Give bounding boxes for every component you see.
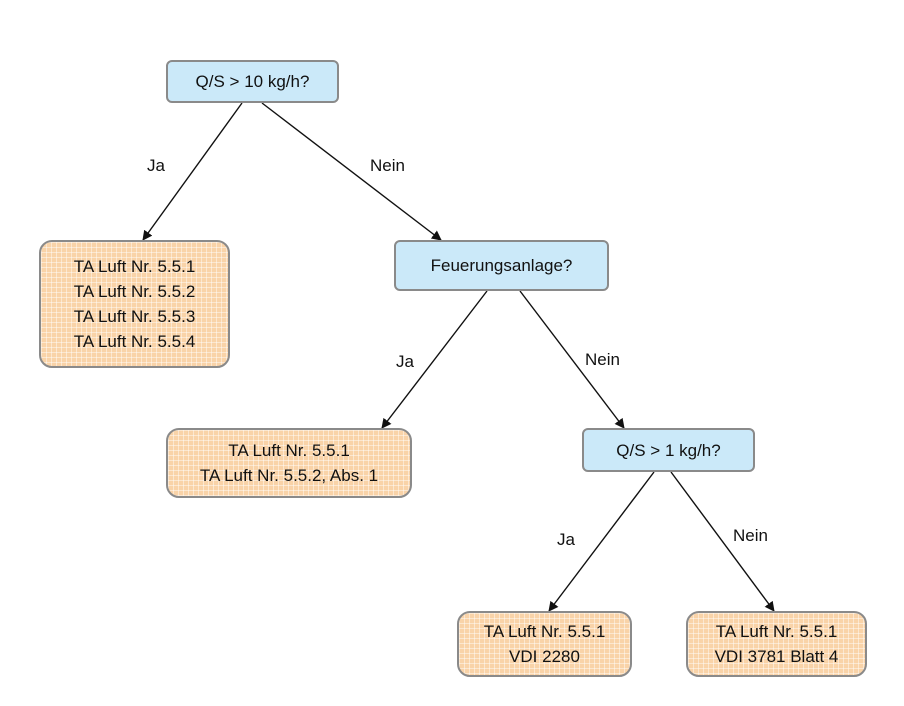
connector-d2-no <box>519 290 625 429</box>
connector-d2-yes <box>381 290 488 429</box>
decision-text: Q/S > 10 kg/h? <box>195 72 310 91</box>
result-line: TA Luft Nr. 5.5.1 <box>715 622 838 641</box>
result-line: VDI 2280 <box>509 647 580 666</box>
decision-node-q-s-1: Q/S > 1 kg/h? <box>582 428 755 472</box>
result-line: TA Luft Nr. 5.5.1 <box>483 622 606 641</box>
result-line: VDI 3781 Blatt 4 <box>714 647 839 666</box>
decision-text: Q/S > 1 kg/h? <box>616 440 721 460</box>
decision-node-q-s-10: Q/S > 10 kg/h? <box>166 60 339 103</box>
result-node-4: TA Luft Nr. 5.5.1 VDI 3781 Blatt 4 <box>686 611 867 677</box>
result-line: TA Luft Nr. 5.5.2, Abs. 1 <box>199 466 379 485</box>
decision-text: Feuerungsanlage? <box>430 256 573 275</box>
edge-label-d2-yes: Ja <box>396 352 414 371</box>
result-line: TA Luft Nr. 5.5.1 <box>228 441 350 460</box>
edge-label-d1-no: Nein <box>370 156 405 175</box>
result-node-1: TA Luft Nr. 5.5.1 TA Luft Nr. 5.5.2 TA L… <box>39 240 230 368</box>
edge-label-d3-no: Nein <box>733 526 768 545</box>
result-node-2: TA Luft Nr. 5.5.1 TA Luft Nr. 5.5.2, Abs… <box>166 428 412 498</box>
connector-d3-yes <box>548 471 655 612</box>
decision-node-feuerungsanlage: Feuerungsanlage? <box>394 240 609 291</box>
result-line: TA Luft Nr. 5.5.3 <box>73 307 196 326</box>
result-line: TA Luft Nr. 5.5.4 <box>73 332 196 351</box>
edge-label-d2-no: Nein <box>585 350 620 369</box>
edge-label-d1-yes: Ja <box>147 156 165 175</box>
connector-d1-no <box>261 102 442 241</box>
connector-d1-yes <box>142 102 243 241</box>
result-line: TA Luft Nr. 5.5.1 <box>73 257 196 276</box>
result-line: TA Luft Nr. 5.5.2 <box>73 282 196 301</box>
connector-d3-no <box>670 471 775 612</box>
result-node-3: TA Luft Nr. 5.5.1 VDI 2280 <box>457 611 632 677</box>
edge-label-d3-yes: Ja <box>557 530 575 549</box>
